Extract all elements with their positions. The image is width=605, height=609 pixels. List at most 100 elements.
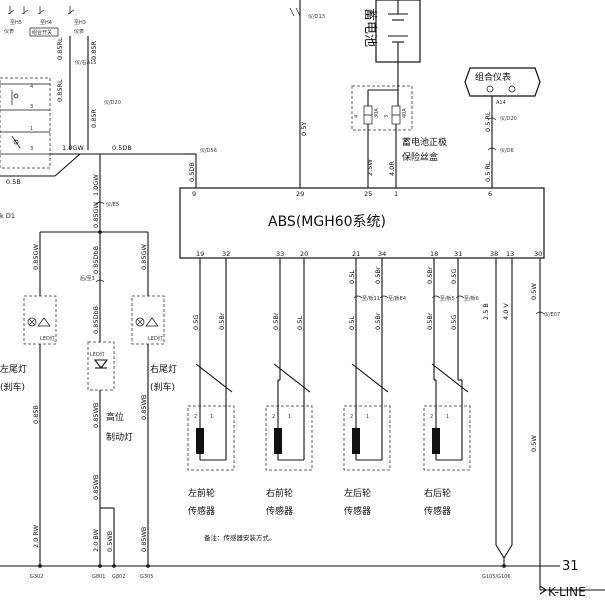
lamp-wire-085wb-d: 0.85WB <box>140 527 148 552</box>
sensor-coil <box>196 428 204 454</box>
abs-top-pin-25: 25 <box>364 190 372 198</box>
abs-wire-05w-b: 0.5W <box>530 435 538 452</box>
abs-bottom-pin-18: 18 <box>430 250 438 258</box>
lamp-wire-20bw: 2.0 BW <box>92 528 100 552</box>
lamp-conn-e5: 仪/E5 <box>106 202 119 208</box>
fuse-box-section: 4 30A 3 40A 蓄电池正极 保险丝盒 2.5W 4.0R <box>351 82 447 188</box>
abs-conn-e07: 仪/E07 <box>544 312 560 318</box>
abs-bottom-pin-32: 32 <box>222 250 230 258</box>
lamp-wire-085db-a: 0.85DbB <box>92 246 100 274</box>
sensor-coil <box>432 428 440 454</box>
high-brake-label-1: 高位 <box>106 411 124 423</box>
cluster-label: 组合仪表 <box>475 71 511 83</box>
sensor-coil <box>352 428 360 454</box>
abs-bottom-pin-13: 13 <box>506 250 514 258</box>
lamp-conn-g3: 后/至3 <box>80 275 95 282</box>
sensor-name-1: 左后轮 <box>344 487 371 499</box>
ctrl-h4-label: 至H4 <box>40 20 52 26</box>
abs-bottom-wire-7: 0.5G <box>450 315 458 330</box>
cluster-wire-a: 0.5 RL <box>484 111 492 132</box>
cluster-conn-d20: 仪/D20 <box>500 116 517 122</box>
ctrl-h3-label: 至H3 <box>74 20 86 26</box>
abs-bottom-wire-4: 0.5L <box>348 316 356 330</box>
left-led: LED灯 <box>40 335 55 342</box>
wire-05y: 0.5Y <box>300 122 308 136</box>
abs-top-pin-1: 1 <box>394 190 398 198</box>
k-line-label: K-LINE <box>548 585 586 599</box>
abs-unit: ABS(MGH60系统) 9 29 25 1 6 0.5DB 仪/D56 190… <box>179 148 545 380</box>
abs-bottom-wire-3: 0.5L <box>296 316 304 330</box>
conn-a15: 仪/右A15 <box>75 59 96 66</box>
abs-bottom-pin-19: 19 <box>196 250 204 258</box>
wire-10gw: 1.0GW <box>62 144 84 152</box>
lamp-wire-085wb-b: 0.85WB <box>92 475 100 500</box>
battery-label: 蓄电池 <box>362 8 377 47</box>
sub-h4-label: 组合开关 <box>32 29 52 36</box>
ctrl-h5-label: 至H5 <box>10 20 22 26</box>
abs-top-pin-9: 9 <box>192 190 196 198</box>
abs-conn-3: 至/板6 <box>464 295 479 302</box>
left-tail-label-1: 左尾灯 <box>0 363 27 375</box>
sensor-pin1: 1 <box>288 414 291 420</box>
abs-conn-0: 至/板11 <box>362 295 380 302</box>
high-brake-label-2: 制动灯 <box>106 431 133 443</box>
lamp-wire-085b-left: 0.85B <box>32 405 40 424</box>
abs-wire-25b: 2.5 B <box>482 303 490 320</box>
wire-085rl-b: 0.85RL <box>56 79 64 102</box>
sensor-name-2: 传感器 <box>266 505 293 517</box>
lamp-wire-085gw-main: 0.85GW <box>92 201 100 228</box>
cluster-section: 组合仪表 A14 0.5 RL 仪/D20 0.5 RL 仪/D6 <box>464 67 541 188</box>
battery-section: 仪/D13 0.5Y 蓄电池 <box>289 0 421 188</box>
sensor-pin1: 1 <box>366 414 369 420</box>
lamp-wire-10gw: 1.0GW <box>92 174 100 196</box>
svg-text:3: 3 <box>30 104 33 110</box>
abs-bottom-pin-30: 30 <box>534 250 542 258</box>
sensor-name-2: 传感器 <box>424 505 451 517</box>
abs-bottom-pin-34: 34 <box>378 250 386 258</box>
sub-h4-box <box>29 27 59 37</box>
svg-text:4: 4 <box>30 84 33 90</box>
right-tail-label-1: 右尾灯 <box>150 363 177 375</box>
ground-rail: G302 G801 G802 G305 G105/G106 备注：传感器安装方式… <box>0 533 605 599</box>
abs-power-wires: 2.5 B 4.0 V 0.5W 0.5W 仪/E07 <box>482 258 560 590</box>
wire-085r-b: 0.85R <box>90 109 98 128</box>
wire-085r-a: 0.85R <box>90 41 98 60</box>
fuse-box <box>351 85 413 131</box>
abs-bottom-wire-2: 0.5Br <box>272 312 280 330</box>
sensor-coil <box>274 428 282 454</box>
sensor-name-1: 右前轮 <box>266 487 293 499</box>
abs-mid-wire-1: 0.5Br <box>374 266 382 284</box>
sub-h5-label: 仪表 <box>4 28 14 35</box>
wire-05b: 0.5B <box>6 178 21 186</box>
sensor-name-1: 右后轮 <box>424 487 451 499</box>
sensor-pin2: 2 <box>194 414 197 420</box>
combo-switch-block <box>0 77 51 169</box>
abs-bottom-pin-38: 38 <box>490 250 498 258</box>
abs-wire-05w: 0.5W <box>530 283 538 300</box>
cluster-box <box>464 67 541 97</box>
wire-05db-top: 0.5DB <box>112 144 132 152</box>
sensor-box <box>265 405 313 471</box>
sensor-name-2: 传感器 <box>344 505 371 517</box>
fuse-box-label-1: 蓄电池正极 <box>402 136 447 148</box>
abs-wire-05db: 0.5DB <box>188 162 196 182</box>
abs-conn-d56: 仪/D56 <box>200 148 217 154</box>
lamp-wire-085gw-left: 0.85GW <box>32 243 40 270</box>
cluster-wire-b: 0.5 RL <box>484 161 492 182</box>
side-label: k D1 <box>0 212 15 220</box>
lamp-section: 1.0GW 仪/E5 0.85GW 0.85GW LED灯 左尾灯 (刹车) 0… <box>0 154 177 566</box>
sensor-box <box>343 405 391 471</box>
sensor-pin2: 2 <box>430 414 433 420</box>
cluster-conn-d6: 仪/D6 <box>500 148 514 154</box>
footer-note: 备注：传感器安装方式。 <box>204 533 276 542</box>
ground-g801: G801 <box>92 574 105 580</box>
fuse2-amp: 40A <box>402 108 408 118</box>
ground-g302: G302 <box>30 574 43 580</box>
fuse-pin4: 4 <box>354 115 360 118</box>
conn-d20-top: 仪/D20 <box>104 100 121 106</box>
high-led: LED灯 <box>90 351 105 358</box>
abs-top-pin-6: 6 <box>488 190 492 198</box>
